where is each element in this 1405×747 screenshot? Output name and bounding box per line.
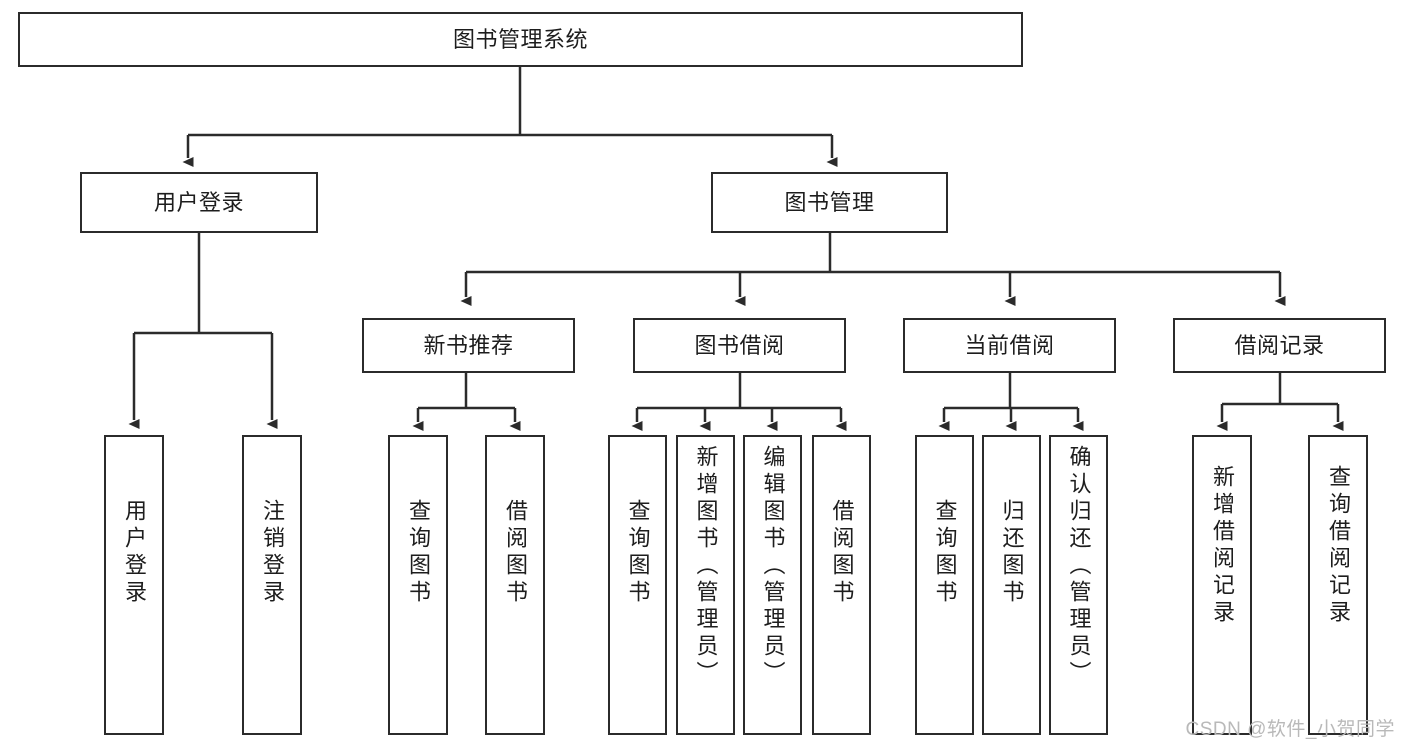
node-root-label: 图书管理系统 [452,26,588,52]
leaf-label: 编辑图书（管理员） [760,445,786,688]
leaf-label: 查询图书 [406,499,431,607]
node-borrow-record-label: 借阅记录 [1234,332,1325,358]
leaf-label: 查询图书 [625,499,651,607]
node-borrow-record[interactable]: 借阅记录 [1173,318,1386,373]
leaf-label: 用户登录 [122,499,147,607]
leaf-book-borrow-edit[interactable]: 编辑图书（管理员） [743,435,802,735]
node-user-login-label: 用户登录 [153,189,244,215]
leaf-book-borrow-borrow[interactable]: 借阅图书 [812,435,871,735]
leaf-label: 归还图书 [999,499,1025,607]
leaf-label: 新增图书（管理员） [693,445,719,688]
leaf-current-borrow-query[interactable]: 查询图书 [915,435,974,735]
node-book-management-label: 图书管理 [784,189,875,215]
leaf-label: 查询图书 [932,499,958,607]
leaf-label: 借阅图书 [829,499,855,607]
leaf-current-borrow-confirm[interactable]: 确认归还（管理员） [1049,435,1108,735]
node-root-book-management-system[interactable]: 图书管理系统 [18,12,1023,67]
leaf-current-borrow-return[interactable]: 归还图书 [982,435,1041,735]
node-new-book-recommend[interactable]: 新书推荐 [362,318,575,373]
leaf-user-login-login[interactable]: 用户登录 [104,435,164,735]
node-user-login[interactable]: 用户登录 [80,172,318,233]
leaf-book-borrow-query[interactable]: 查询图书 [608,435,667,735]
leaf-label: 注销登录 [260,499,285,607]
node-book-management[interactable]: 图书管理 [711,172,948,233]
node-current-borrow-label: 当前借阅 [964,332,1055,358]
leaf-borrow-record-query[interactable]: 查询借阅记录 [1308,435,1368,735]
node-book-borrow-label: 图书借阅 [694,332,785,358]
leaf-label: 确认归还（管理员） [1066,445,1092,688]
leaf-book-borrow-add[interactable]: 新增图书（管理员） [676,435,735,735]
node-current-borrow[interactable]: 当前借阅 [903,318,1116,373]
leaf-label: 查询借阅记录 [1326,465,1351,627]
leaf-new-book-borrow[interactable]: 借阅图书 [485,435,545,735]
leaf-label: 新增借阅记录 [1210,465,1235,627]
leaf-label: 借阅图书 [503,499,528,607]
leaf-new-book-query[interactable]: 查询图书 [388,435,448,735]
leaf-borrow-record-add[interactable]: 新增借阅记录 [1192,435,1252,735]
node-book-borrow[interactable]: 图书借阅 [633,318,846,373]
leaf-user-login-logout[interactable]: 注销登录 [242,435,302,735]
node-new-book-recommend-label: 新书推荐 [423,332,514,358]
